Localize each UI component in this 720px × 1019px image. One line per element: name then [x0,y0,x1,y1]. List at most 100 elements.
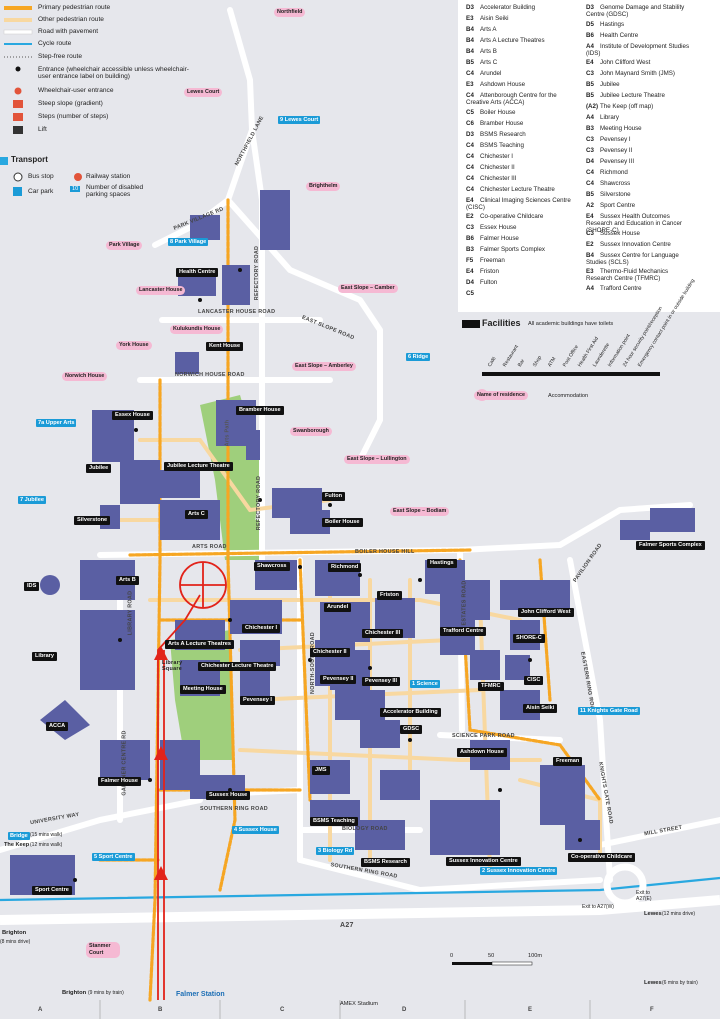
building-bramber[interactable]: Bramber House [236,406,284,415]
building-falmer-sports[interactable]: Falmer Sports Complex [636,541,705,550]
residence-es-bodiam[interactable]: East Slope – Bodiam [390,507,450,516]
building-jubilee[interactable]: Jubilee [86,464,112,473]
building-boiler[interactable]: Boiler House [322,518,363,527]
residence-york[interactable]: York House [116,341,152,350]
residence-northfield[interactable]: Northfield [274,8,306,17]
residence-park-village[interactable]: Park Village [106,241,143,250]
building-sport-centre[interactable]: Sport Centre [32,886,72,895]
building-ashdown[interactable]: Ashdown House [457,748,507,757]
building-essex[interactable]: Essex House [112,411,153,420]
building-childcare[interactable]: Co-operative Childcare [568,853,636,862]
building-bsms-research[interactable]: BSMS Research [361,858,410,867]
building-bsms-teaching[interactable]: BSMS Teaching [310,817,358,826]
building-richmond[interactable]: Richmond [328,563,362,572]
building-freeman[interactable]: Freeman [553,757,583,766]
building-pevensey-2[interactable]: Pevensey II [320,675,357,684]
building-trafford[interactable]: Trafford Centre [440,627,487,636]
building-kent[interactable]: Kent House [206,342,244,351]
parking-6[interactable]: 6 Ridge [406,353,431,361]
index-entry[interactable]: C5 [466,290,574,297]
residence-es-camber[interactable]: East Slope – Camber [338,284,398,293]
building-shore-c[interactable]: SHORE-C [513,634,545,643]
residence-kulukundis[interactable]: Kulukundis House [170,325,224,334]
index-entry[interactable]: (A2)The Keep (off map) [586,103,694,110]
building-falmer-house[interactable]: Falmer House [98,777,141,786]
building-cisc[interactable]: CISC [524,676,544,685]
building-library[interactable]: Library [32,652,57,661]
building-ids[interactable]: IDS [24,582,40,591]
building-pevensey-1[interactable]: Pevensey I [240,696,275,705]
building-aisin[interactable]: Aisin Seiki [523,704,558,713]
falmer-station[interactable]: Falmer Station [176,991,225,998]
residence-stanmer[interactable]: Stanmer Court [86,942,120,958]
building-tfmrc[interactable]: TFMRC [478,682,504,691]
parking-3[interactable]: 3 Biology Rd [316,847,355,855]
building-fulton[interactable]: Fulton [322,492,346,501]
building-jubilee-lt[interactable]: Jubilee Lecture Theatre [164,462,233,471]
building-acca[interactable]: ACCA [46,722,69,731]
residence-es-amberley[interactable]: East Slope – Amberley [292,362,356,371]
building-chichester-1[interactable]: Chichester I [242,624,281,633]
building-shawcross[interactable]: Shawcross [254,562,290,571]
building-arts-a-lt[interactable]: Arts A Lecture Theatres [165,640,235,649]
parking-4[interactable]: 4 Sussex House [232,826,279,834]
building-jcw[interactable]: John Clifford West [518,608,574,617]
residence-lancaster[interactable]: Lancaster House [136,286,186,295]
building-chichester-3[interactable]: Chichester III [362,629,404,638]
parking-2[interactable]: 2 Sussex Innovation Centre [480,867,558,875]
building-arundel[interactable]: Arundel [324,603,352,612]
residence-lewes-court[interactable]: Lewes Court [184,88,223,97]
residence-es-lullington[interactable]: East Slope – Lullington [344,455,410,464]
building-health-centre[interactable]: Health Centre [176,268,219,277]
building-meeting[interactable]: Meeting House [180,685,226,694]
parking-8[interactable]: 8 Park Village [168,238,209,246]
residence-brighthelm[interactable]: Brighthelm [306,182,341,191]
building-sic[interactable]: Sussex Innovation Centre [446,857,521,866]
residence-norwich[interactable]: Norwich House [62,372,108,381]
building-sussex-house[interactable]: Sussex House [206,791,251,800]
parking-9[interactable]: 9 Lewes Court [278,116,321,124]
parking-7a[interactable]: 7a Upper Arts [36,419,77,427]
parking-5[interactable]: 5 Sport Centre [92,853,135,861]
